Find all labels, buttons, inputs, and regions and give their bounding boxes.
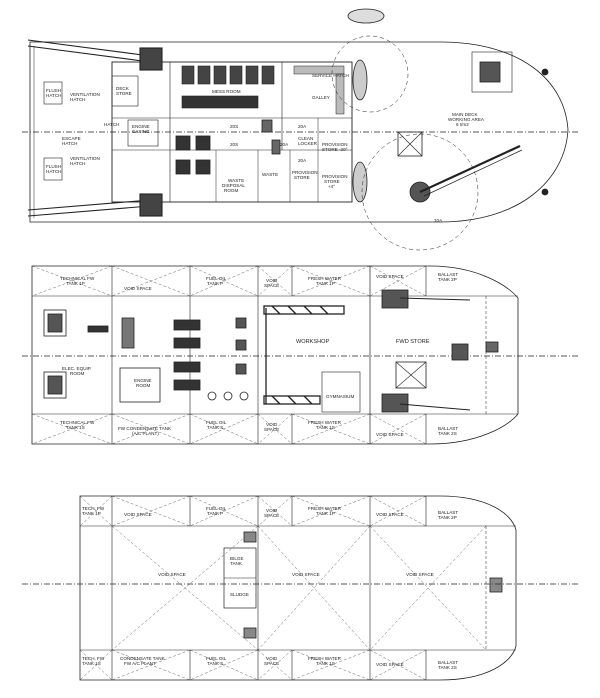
low-void-mid-a-label: VOID SPACE (158, 572, 186, 577)
rescue-boat-upper (352, 59, 368, 101)
low-void-mid-b-label: VOID SPACE (292, 572, 320, 577)
rescue-boat-lower (352, 161, 368, 203)
mid-void-1-label: VOID SPACE (124, 286, 152, 291)
mid-void-3-label: VOID SPACE (376, 274, 404, 279)
low-void-1-label: VOID SPACE (124, 512, 152, 517)
frame-mark-2: 20S (230, 142, 238, 147)
low-void-mid-c-label: VOID SPACE (406, 572, 434, 577)
mess-room-label: MESS ROOM (212, 89, 241, 94)
upper-deck-plan (22, 8, 580, 251)
lower-tank-crosses (79, 495, 487, 681)
lower-deck-plan (22, 495, 580, 681)
frame-mark-3: 20A (280, 142, 289, 147)
middle-hull-outline (31, 265, 519, 445)
middle-deck-plan (22, 265, 580, 445)
frame-mark-4: 20A (298, 124, 307, 129)
mid-fw-cond-label: FW CONDENSATE TANK(A/C PLANT) (118, 426, 172, 436)
mid-void-5-label: VOID SPACE (376, 432, 404, 437)
frame-mark-6: 10A (434, 218, 443, 223)
waste-label: WASTE (262, 172, 278, 177)
workshop-label: WORKSHOP (296, 339, 330, 345)
fwd-store-winches (381, 289, 499, 414)
frame-mark-5: 20A (298, 158, 307, 163)
elec-room-label: ELEC. EQUIP.ROOM (62, 366, 92, 376)
upper-hull-outline (29, 41, 569, 223)
sludge-label: SLUDGE (230, 592, 249, 597)
hatch-label: HATCH (104, 122, 119, 127)
frame-mark-1: 20S (230, 124, 238, 129)
low-void-5-label: VOID SPACE (376, 662, 404, 667)
aft-davit-cranes (27, 39, 163, 217)
fwd-store-label: FWD STORE (396, 339, 430, 345)
service-hatch-label: SERVICE HATCH (312, 73, 349, 78)
engine-room-equipment (43, 309, 249, 403)
main-deck-crane (361, 133, 523, 251)
mess-tables (181, 65, 275, 109)
middle-tank-crosses (31, 265, 427, 445)
galley-label: GALLEY (312, 95, 330, 100)
low-void-3-label: VOID SPACE (376, 512, 404, 517)
rescue-boat-top (347, 8, 385, 24)
gymnasium-label: GYMNASIUM (326, 394, 355, 399)
workshop-truss (263, 305, 345, 405)
lower-hull-outline (79, 495, 517, 681)
